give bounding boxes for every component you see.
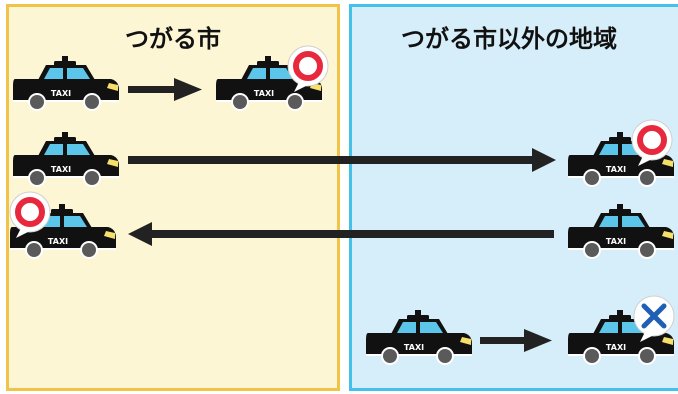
region-tsugaru-title: つがる市: [125, 25, 221, 53]
taxi-icon: TAXI: [10, 204, 116, 259]
taxi-icon: TAXI: [366, 310, 472, 365]
trip-row-4: TAXI TAXI: [366, 296, 674, 365]
taxi-label: TAXI: [51, 89, 71, 98]
taxi-label: TAXI: [606, 237, 626, 246]
taxi-label: TAXI: [51, 165, 71, 174]
taxi-icon: TAXI: [568, 204, 674, 259]
taxi-label: TAXI: [606, 343, 626, 352]
taxi-label: TAXI: [404, 343, 424, 352]
arrow-right-icon: [128, 148, 556, 172]
taxi-label: TAXI: [606, 165, 626, 174]
taxi-icon: TAXI: [568, 132, 674, 187]
arrow-right-icon: [128, 78, 202, 101]
arrow-left-icon: [128, 222, 554, 246]
trip-row-2: TAXI TAXI: [13, 120, 674, 187]
arrow-right-icon: [480, 329, 552, 352]
taxi-icon: TAXI: [13, 56, 119, 111]
region-outside-title: つがる市以外の地域: [401, 25, 617, 53]
trip-row-1: TAXI TAXI: [13, 46, 328, 111]
taxi-icon: TAXI: [216, 56, 322, 111]
taxi-icon: TAXI: [13, 132, 119, 187]
taxi-label: TAXI: [254, 89, 274, 98]
taxi-icon: TAXI: [568, 310, 674, 365]
taxi-label: TAXI: [48, 237, 68, 246]
trip-row-3: TAXI TAXI: [10, 192, 674, 259]
